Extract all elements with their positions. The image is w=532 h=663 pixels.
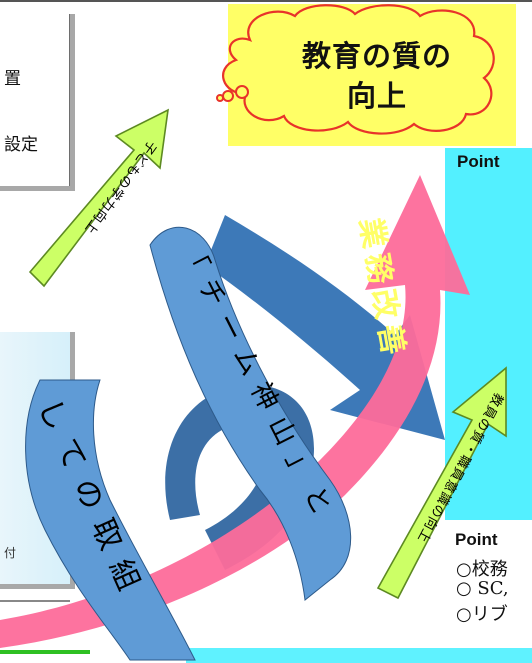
pink-arrow-label: 業務改善 [352, 215, 411, 363]
top-left-panel [0, 14, 75, 191]
point-label-top: Point [457, 152, 500, 171]
green-arrow-left-label: 子どもの学力向上 [81, 138, 160, 238]
goal-title-line-2: 向上 [346, 79, 407, 113]
bottom-left-panel-text: 付 [4, 546, 17, 560]
top-left-panel-text-1: 置 [4, 69, 21, 88]
goal-cloud-bubble-3 [216, 94, 224, 102]
ribbon-upper-label: 「チーム神山」と [174, 239, 343, 530]
right-bottom-line-2: ○ SC, [456, 578, 509, 599]
right-bottom-line-1: ○校務 [456, 559, 508, 580]
top-left-panel-text-2: 設定 [4, 135, 38, 154]
top-rule [0, 0, 532, 2]
goal-title: 教育の質の 向上 [272, 36, 482, 116]
ribbon-lower-label: しての取組 [31, 394, 152, 608]
pink-arrow-body [0, 175, 470, 648]
green-arrow-right-label: 教員の質・職員意識の向上 [414, 390, 507, 546]
goal-cloud-bubble-1 [235, 85, 249, 99]
green-underline [0, 650, 90, 654]
green-arrow-right [376, 366, 507, 600]
bottom-left-divider [0, 600, 70, 602]
ribbon-front-upper [149, 226, 352, 601]
right-bottom-line-3: ○リブ [456, 604, 508, 625]
right-bottom-panel [445, 520, 532, 663]
ribbon-front-lower [25, 379, 196, 661]
green-arrow-left [28, 108, 169, 288]
bottom-cyan-band [186, 648, 532, 663]
point-label-bottom: Point [455, 530, 498, 549]
goal-title-line-1: 教育の質の [301, 39, 452, 73]
